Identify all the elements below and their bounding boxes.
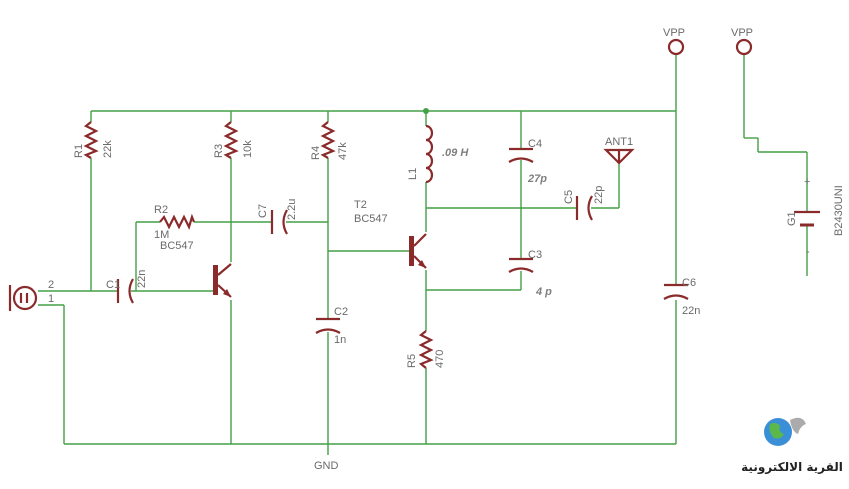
c6-value: 22n (682, 305, 700, 317)
t2-value: BC547 (354, 213, 388, 225)
c7-value: 2.2u (286, 199, 298, 220)
c6-name: C6 (682, 277, 696, 289)
c1-value: 22n (136, 270, 148, 288)
junction-dot (423, 108, 429, 114)
resistor-r1: R1 22k (73, 121, 114, 159)
c1-name: C1 (106, 279, 120, 291)
c5-value: 22p (593, 186, 605, 204)
battery-g1: + - G1 B2430UNI (786, 176, 845, 258)
vpp-label-1: VPP (663, 27, 685, 39)
transistor-t1: BC547 (160, 240, 232, 298)
c4-value: 27p (527, 173, 547, 185)
connector-pin1: 1 (48, 293, 54, 305)
resistor-r2: R2 1M (154, 204, 196, 241)
antenna-ant1: ANT1 (603, 136, 635, 165)
ant1-name: ANT1 (605, 136, 633, 148)
logo-text: القرية الالكترونية (741, 460, 843, 475)
g1-minus: - (806, 246, 810, 258)
resistor-r5: R5 470 (406, 330, 446, 369)
r3-name: R3 (213, 144, 225, 158)
t1-value: BC547 (160, 240, 194, 252)
capacitor-c3: C3 4 p (508, 249, 552, 298)
c3-name: C3 (528, 249, 542, 261)
c4-name: C4 (528, 138, 542, 150)
capacitor-c5: C5 22p (563, 186, 605, 221)
capacitor-c4: C4 27p (508, 138, 547, 185)
transistor-t2: T2 BC547 (354, 199, 427, 269)
site-logo: القرية الالكترونية (741, 417, 843, 475)
vpp-symbol-2: VPP (731, 27, 753, 56)
r1-name: R1 (73, 144, 85, 158)
r4-name: R4 (310, 146, 322, 160)
r5-name: R5 (406, 354, 418, 368)
c2-name: C2 (334, 306, 348, 318)
c5-name: C5 (563, 190, 575, 204)
input-connector: 2 1 (8, 279, 54, 311)
g1-value: B2430UNI (833, 185, 845, 236)
capacitor-c7: C7 2.2u (257, 199, 298, 235)
g1-name: G1 (786, 211, 798, 226)
capacitor-c1: C1 22n (106, 270, 148, 304)
resistor-r3: R3 10k (213, 121, 254, 159)
g1-plus: + (804, 176, 810, 188)
inductor-l1: L1 .09 H (407, 124, 469, 184)
r5-value: 470 (434, 350, 446, 368)
r2-value: 1M (154, 229, 169, 241)
c3-value: 4 p (535, 286, 552, 298)
t2-name: T2 (354, 199, 367, 211)
c2-value: 1n (334, 334, 346, 346)
vpp-symbol-1: VPP (663, 27, 685, 56)
r1-value: 22k (102, 140, 114, 158)
capacitor-c2: C2 1n (315, 306, 348, 346)
gnd-label: GND (314, 460, 339, 472)
l1-name: L1 (407, 168, 419, 180)
r4-value: 47k (337, 142, 349, 160)
wires (38, 54, 808, 455)
l1-value: .09 H (442, 147, 469, 159)
r2-name: R2 (154, 204, 168, 216)
capacitor-c6: C6 22n (663, 277, 700, 317)
resistor-r4: R4 47k (310, 121, 349, 160)
vpp-label-2: VPP (731, 27, 753, 39)
c7-name: C7 (257, 204, 269, 218)
r3-value: 10k (242, 140, 254, 158)
connector-pin2: 2 (48, 279, 54, 291)
